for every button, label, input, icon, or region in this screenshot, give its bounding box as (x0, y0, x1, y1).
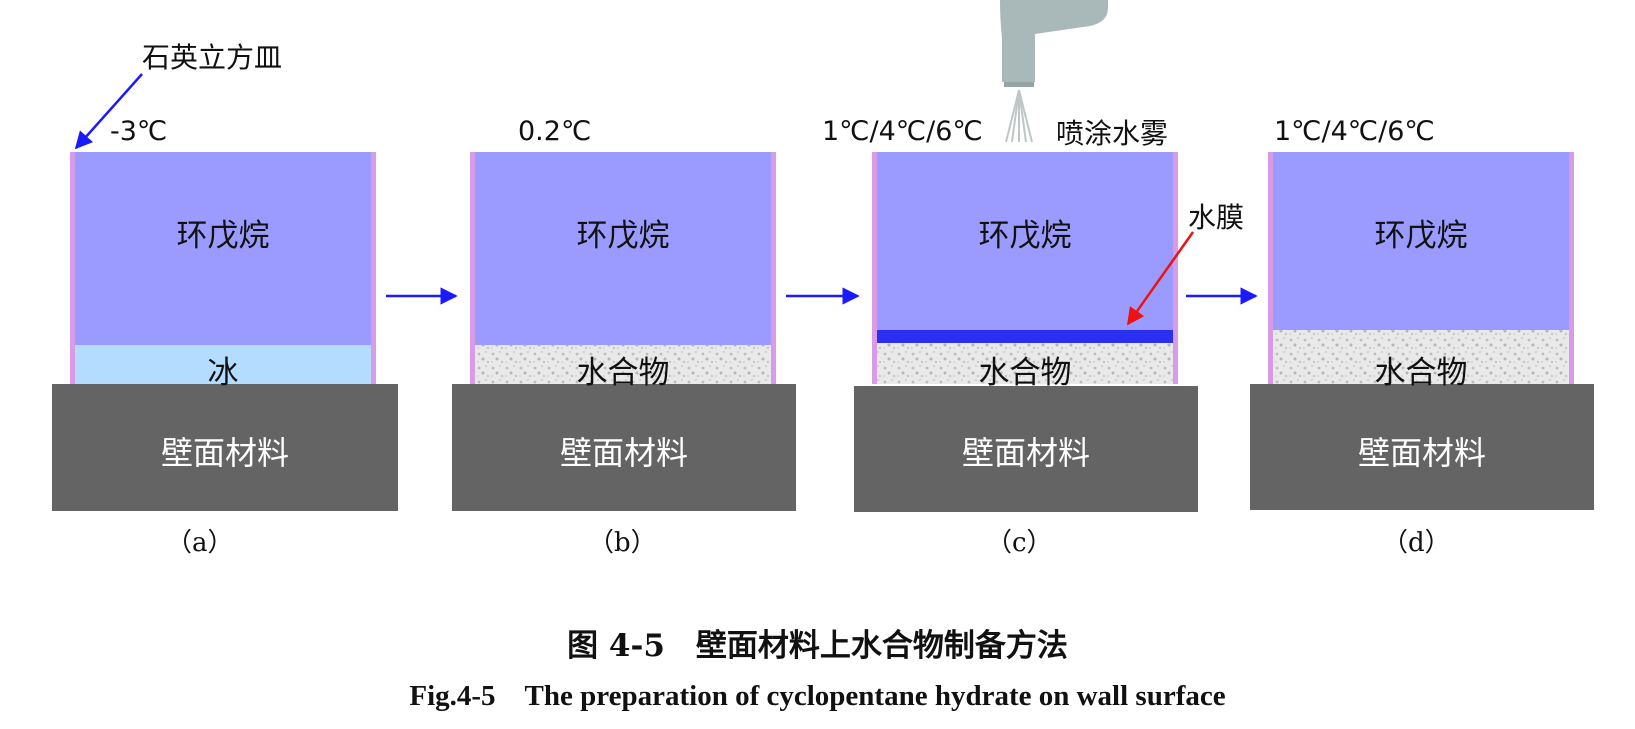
wall-material-block (854, 386, 1198, 512)
dish-left-wall (872, 152, 877, 384)
temperature-label-c: 1℃/4℃/6℃ (822, 116, 983, 147)
panel-sublabel-d: （d） (1382, 528, 1451, 558)
dish-left-wall (70, 152, 75, 384)
panel-sublabel-a: （a） (166, 528, 234, 558)
dish-label: 石英立方皿 (142, 41, 283, 74)
hydrate-label-c: 水合物 (978, 355, 1072, 391)
dish-right-wall (1569, 152, 1574, 384)
cyclopentane-label-d: 环戊烷 (1374, 218, 1468, 254)
cyclopentane-layer (1268, 152, 1574, 330)
wall-material-block (52, 384, 398, 511)
film-label: 水膜 (1188, 201, 1245, 234)
cyclopentane-layer (70, 152, 376, 345)
hydrate-label-d: 水合物 (1374, 355, 1468, 391)
cyclopentane-layer (872, 152, 1178, 330)
panel-sublabel-c: （c） (986, 528, 1053, 558)
cyclopentane-label-b: 环戊烷 (576, 218, 670, 254)
wall-material-block (1250, 384, 1594, 510)
cyclopentane-label-c: 环戊烷 (978, 218, 1072, 254)
spray-nozzle-icon (1000, 0, 1108, 143)
dish-pointer-arrow (74, 73, 143, 150)
ice-layer (70, 345, 376, 384)
dish-left-wall (1268, 152, 1273, 384)
panel-d (1250, 152, 1594, 510)
wall-material-label-a: 壁面材料 (160, 434, 289, 472)
panel-c (854, 152, 1198, 512)
hydrate-label-b: 水合物 (576, 355, 670, 391)
wall-material-label-b: 壁面材料 (559, 434, 688, 472)
temperature-label-d: 1℃/4℃/6℃ (1274, 116, 1435, 147)
wall-material-block (452, 384, 796, 511)
hydrate-layer (1268, 330, 1574, 384)
cyclopentane-layer (470, 152, 776, 345)
figure-caption-cn: 图 4-5 壁面材料上水合物制备方法 (567, 628, 1068, 664)
figure-caption-en: Fig.4-5 The preparation of cyclopentane … (409, 680, 1226, 712)
temperature-label-a: -3℃ (110, 116, 168, 147)
panel-b (452, 152, 796, 511)
dish-right-wall (771, 152, 776, 384)
panel-sublabel-b: （b） (588, 528, 657, 558)
wall-material-label-c: 壁面材料 (961, 434, 1090, 472)
film-pointer-arrow (1126, 231, 1195, 326)
hydrate-layer (872, 343, 1178, 384)
hydrate-layer (470, 345, 776, 384)
ice-label-a: 冰 (207, 355, 239, 391)
dish-right-wall (1173, 152, 1178, 384)
dish-left-wall (470, 152, 475, 384)
dish-right-wall (371, 152, 376, 384)
spray-label: 喷涂水雾 (1056, 117, 1169, 150)
wall-material-label-d: 壁面材料 (1357, 434, 1486, 472)
water-film (872, 330, 1178, 343)
temperature-label-b: 0.2℃ (518, 116, 592, 147)
panel-a (52, 152, 398, 511)
water-mist-icon (1005, 89, 1033, 143)
cyclopentane-label-a: 环戊烷 (176, 218, 270, 254)
